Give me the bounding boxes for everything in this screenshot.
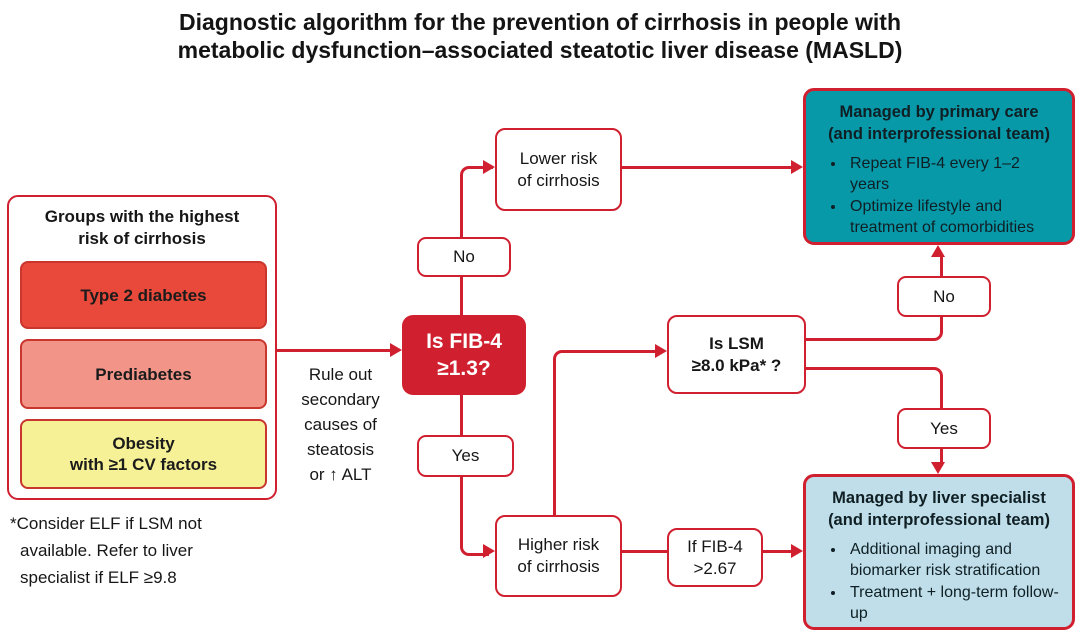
node-higher-risk: Higher risk of cirrhosis (495, 515, 622, 597)
risk-groups-panel: Groups with the highest risk of cirrhosi… (7, 195, 277, 500)
bullet-item: Repeat FIB-4 every 1–2 years (846, 153, 1062, 195)
primary-care-bullet-list: Repeat FIB-4 every 1–2 years Optimize li… (816, 153, 1062, 238)
liver-specialist-heading: Managed by liver specialist (and interpr… (828, 489, 1050, 529)
arrowhead-up-into-primary-care (931, 245, 945, 257)
node-lower-risk: Lower risk of cirrhosis (495, 128, 622, 211)
outcome-liver-specialist: Managed by liver specialist (and interpr… (803, 474, 1075, 630)
footnote: *Consider ELF if LSM not available. Refe… (10, 514, 202, 587)
arrowhead-into-primary-care (791, 160, 803, 174)
bullet-item: Additional imaging and biomarker risk st… (846, 539, 1062, 581)
rule-out-note: Rule out secondary causes of steatosis o… (301, 365, 380, 484)
arrowhead-into-fib4 (390, 343, 402, 357)
decision-lsm: Is LSM ≥8.0 kPa* ? (667, 315, 806, 394)
connector-fib267-to-liver-specialist (759, 550, 791, 553)
decision-fib4: Is FIB-4 ≥1.3? (402, 315, 526, 395)
risk-item-prediabetes: Prediabetes (20, 339, 267, 409)
bullet-item: Optimize lifestyle and treatment of como… (846, 196, 1062, 238)
arrowhead-into-liver-specialist (791, 544, 803, 558)
risk-groups-heading: Groups with the highest risk of cirrhosi… (44, 207, 240, 248)
arrowhead-down-into-liver-specialist (931, 462, 945, 474)
risk-item-obesity: Obesity with ≥1 CV factors (20, 419, 267, 489)
connector-higher-risk-to-fib267 (618, 550, 667, 553)
arrowhead-into-lower-risk (483, 160, 495, 174)
risk-item-type2-diabetes: Type 2 diabetes (20, 261, 267, 329)
arrowhead-into-lsm (655, 344, 667, 358)
arrowhead-into-higher-risk (483, 544, 495, 558)
label-yes-lsm: Yes (897, 408, 991, 449)
outcome-primary-care: Managed by primary care (and interprofes… (803, 88, 1075, 245)
bullet-item: Treatment + long-term follow-up (846, 582, 1062, 624)
connector-higher-risk-to-lsm (553, 350, 659, 518)
connector-lower-risk-to-primary-care (618, 166, 791, 169)
label-yes-fib4: Yes (417, 435, 514, 477)
label-no-fib4: No (417, 237, 511, 277)
connector-panel-to-fib4 (277, 349, 392, 352)
liver-specialist-bullet-list: Additional imaging and biomarker risk st… (816, 539, 1062, 624)
label-no-lsm: No (897, 276, 991, 317)
node-if-fib4-gt-267: If FIB-4 >2.67 (667, 528, 763, 587)
primary-care-heading: Managed by primary care (and interprofes… (828, 103, 1050, 143)
page-title: Diagnostic algorithm for the prevention … (177, 9, 903, 63)
